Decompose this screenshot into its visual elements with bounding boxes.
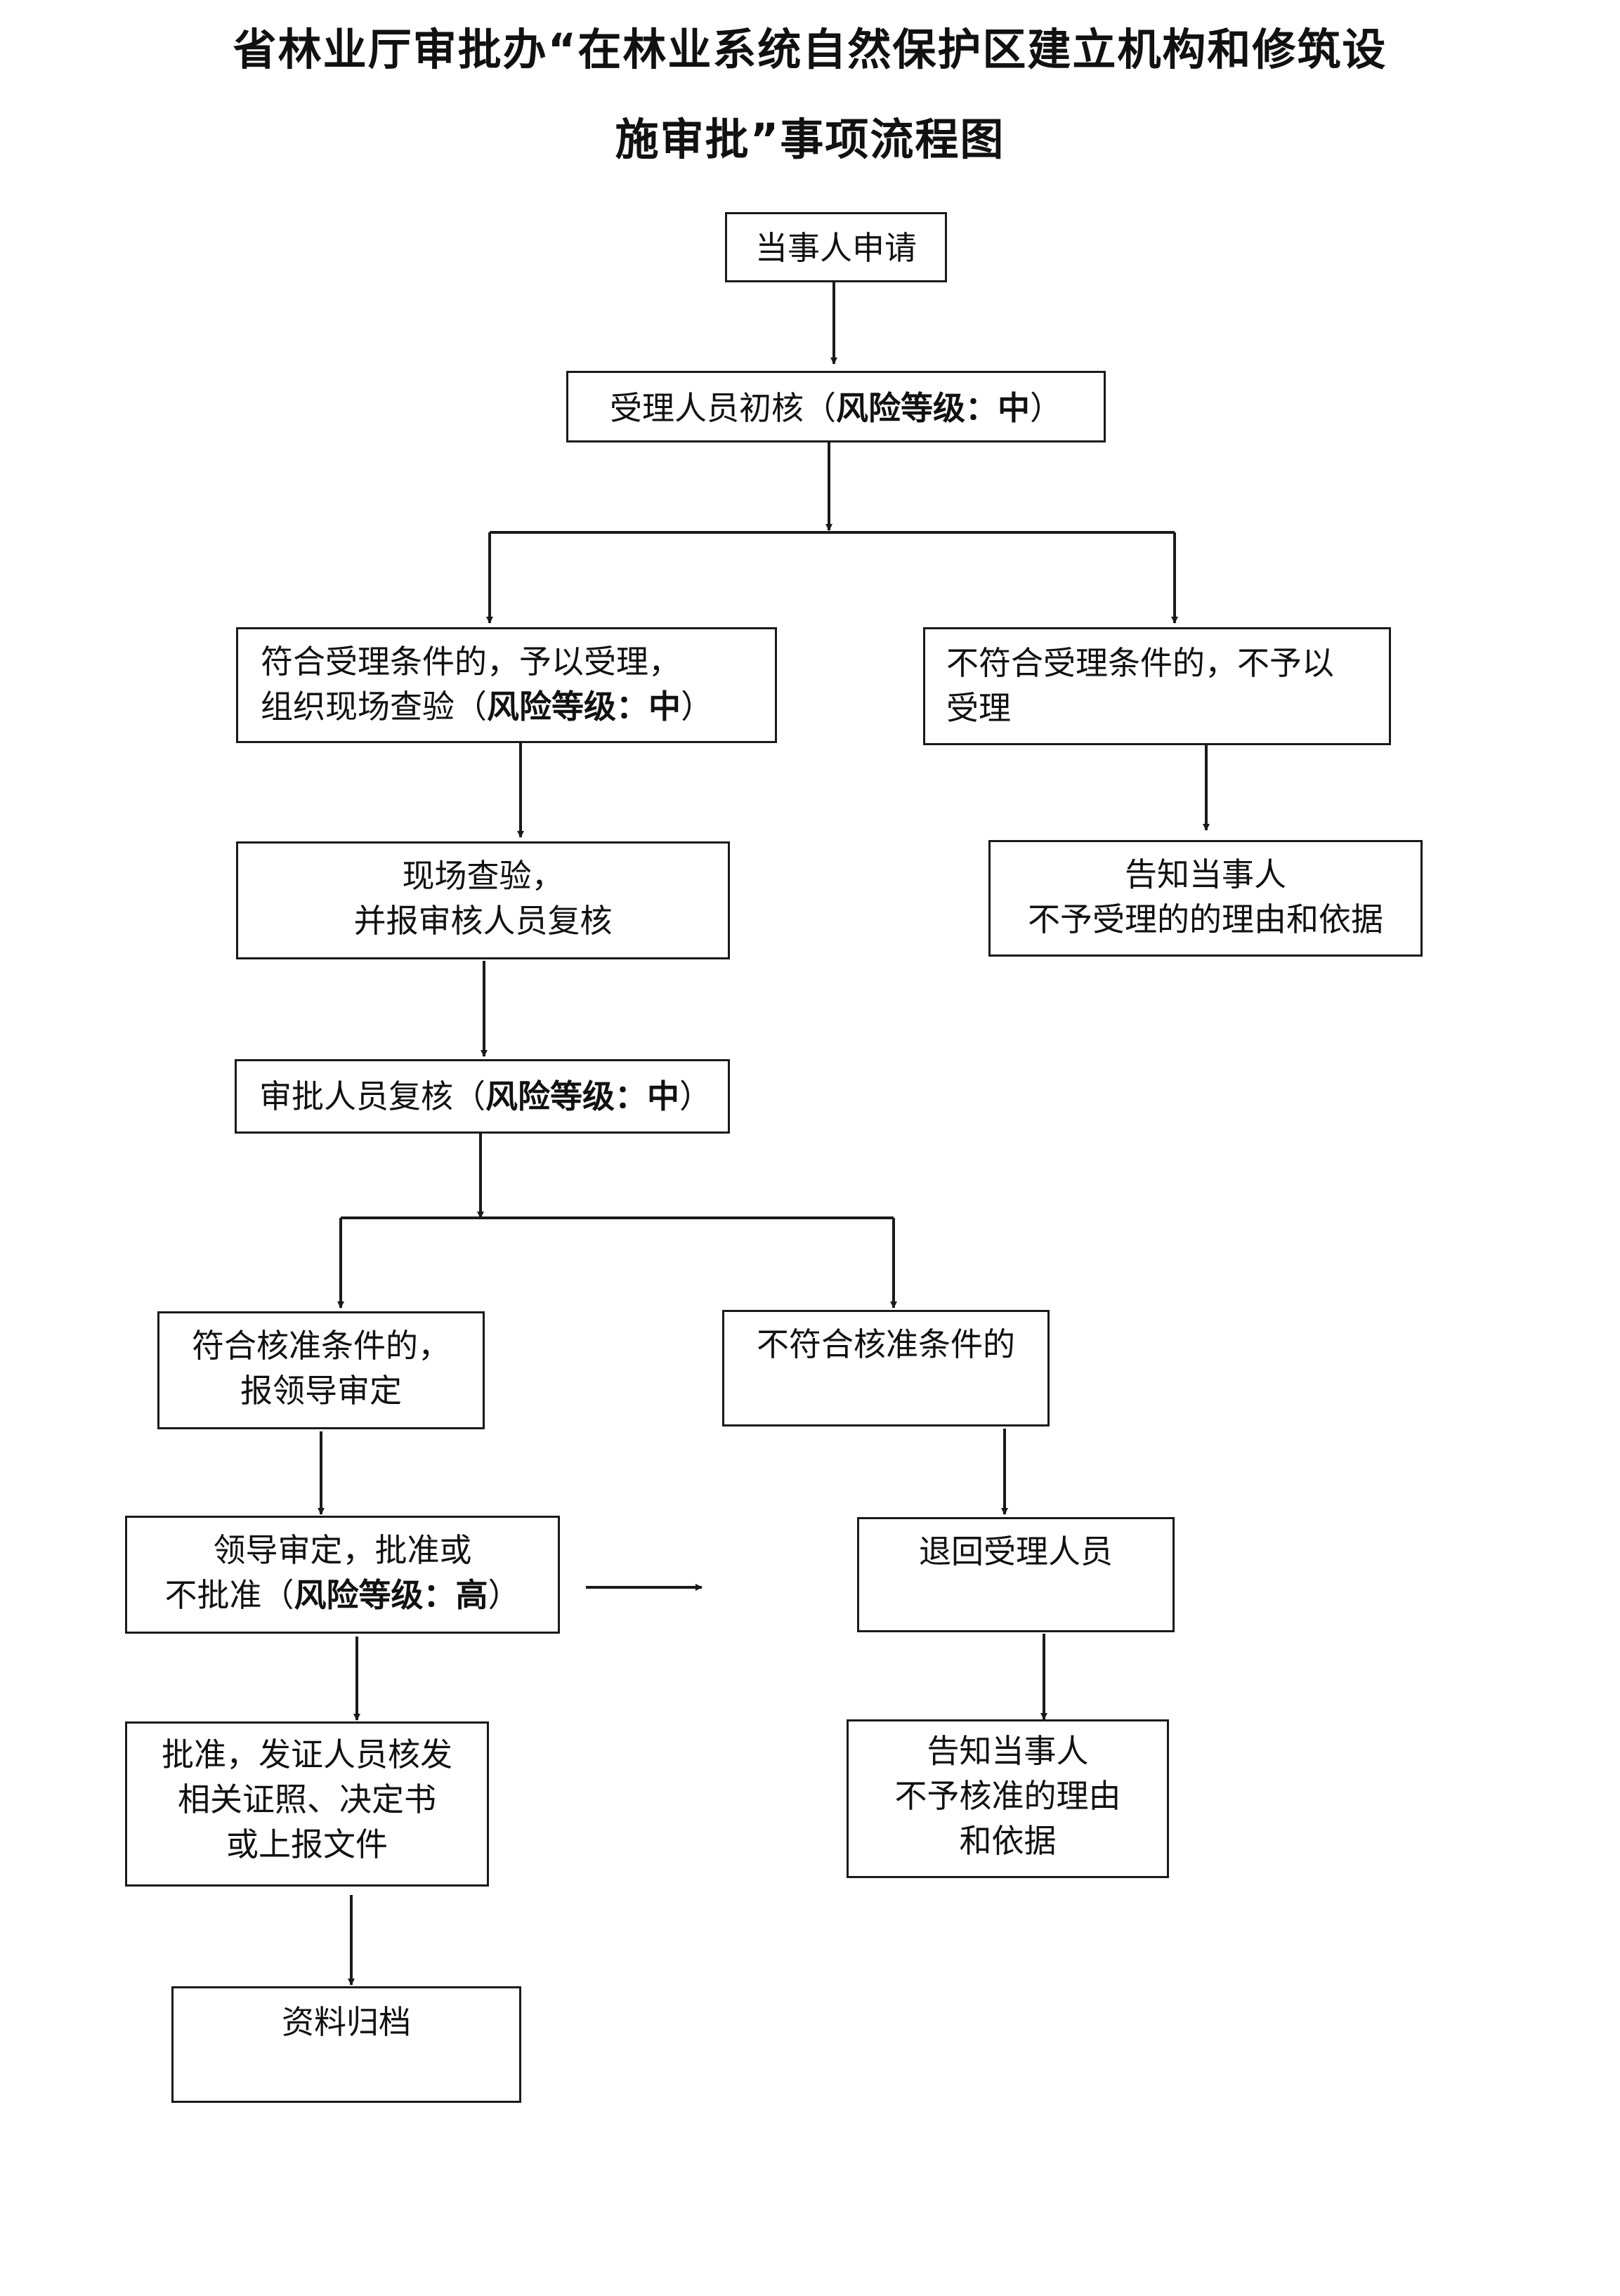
node-apply: 当事人申请 bbox=[725, 212, 947, 282]
node-issue-line-2: 相关证照、决定书 bbox=[178, 1780, 436, 1818]
node-recheck: 审批人员复核（风险等级：中） bbox=[235, 1059, 730, 1134]
node-site-check: 现场查验， 并报审核人员复核 bbox=[236, 841, 730, 959]
node-notify-reject-line-1: 告知当事人 bbox=[1125, 855, 1286, 893]
node-approve-cond-line-2: 报领导审定 bbox=[240, 1372, 402, 1410]
node-leader-decision-line-1: 领导审定，批准或 bbox=[213, 1531, 472, 1569]
node-notify-reject: 告知当事人 不予受理的的理由和依据 bbox=[988, 840, 1423, 957]
node-site-check-line-2: 并报审核人员复核 bbox=[353, 902, 613, 940]
node-initial-review-text: 受理人员初核（风险等级：中） bbox=[568, 386, 1104, 431]
node-reject-line-2: 受理 bbox=[946, 689, 1011, 727]
initial-review-risk: 风险等级：中 bbox=[836, 389, 1030, 427]
recheck-label: 审批人员复核（ bbox=[259, 1077, 485, 1115]
node-accept-line-2: 组织现场查验（风险等级：中） bbox=[261, 684, 775, 729]
recheck-close: ） bbox=[679, 1077, 712, 1115]
node-issue: 批准，发证人员核发 相关证照、决定书 或上报文件 bbox=[125, 1721, 489, 1887]
node-reject: 不符合受理条件的，不予以 受理 bbox=[923, 627, 1391, 745]
node-recheck-text: 审批人员复核（风险等级：中） bbox=[259, 1074, 728, 1119]
node-reject-line-1: 不符合受理条件的，不予以 bbox=[946, 644, 1334, 682]
node-approve-cond-line-1: 符合核准条件的， bbox=[192, 1327, 450, 1365]
node-notify-not-approve-line-1: 告知当事人 bbox=[927, 1732, 1089, 1770]
node-accept: 符合受理条件的，予以受理， 组织现场查验（风险等级：中） bbox=[236, 627, 777, 743]
node-notify-not-approve-line-3: 和依据 bbox=[959, 1822, 1057, 1860]
node-approve-cond: 符合核准条件的， 报领导审定 bbox=[157, 1311, 485, 1429]
initial-review-close: ） bbox=[1030, 389, 1062, 427]
node-accept-line-1: 符合受理条件的，予以受理， bbox=[261, 643, 681, 681]
initial-review-label: 受理人员初核（ bbox=[610, 389, 836, 427]
leader-decision-risk: 风险等级：高 bbox=[294, 1576, 488, 1614]
node-notify-reject-line-2: 不予受理的的理由和依据 bbox=[1028, 900, 1383, 938]
accept-line-2-label: 组织现场查验（ bbox=[261, 688, 487, 726]
node-notify-not-approve: 告知当事人 不予核准的理由 和依据 bbox=[847, 1719, 1169, 1878]
accept-close: ） bbox=[681, 688, 713, 726]
node-notify-not-approve-line-2: 不予核准的理由 bbox=[894, 1777, 1121, 1815]
page-title-line-1: 省林业厅审批办“在林业系统自然保护区建立机构和修筑设 bbox=[233, 24, 1387, 75]
node-site-check-line-1: 现场查验， bbox=[402, 857, 564, 895]
accept-risk: 风险等级：中 bbox=[487, 688, 681, 726]
node-archive: 资料归档 bbox=[171, 1986, 521, 2103]
node-leader-decision: 领导审定，批准或 不批准（风险等级：高） bbox=[125, 1516, 560, 1634]
node-return-staff-text: 退回受理人员 bbox=[919, 1533, 1113, 1570]
node-not-approve-cond: 不符合核准条件的 bbox=[722, 1310, 1050, 1426]
recheck-risk: 风险等级：中 bbox=[485, 1077, 679, 1115]
leader-decision-line-2-label: 不批准（ bbox=[164, 1576, 294, 1614]
node-issue-line-1: 批准，发证人员核发 bbox=[162, 1736, 452, 1773]
leader-decision-close: ） bbox=[488, 1576, 521, 1614]
page-title-line-2: 施审批”事项流程图 bbox=[615, 114, 1005, 165]
node-return-staff: 退回受理人员 bbox=[857, 1517, 1175, 1632]
node-issue-line-3: 或上报文件 bbox=[226, 1825, 388, 1863]
node-initial-review: 受理人员初核（风险等级：中） bbox=[566, 371, 1106, 442]
node-apply-text: 当事人申请 bbox=[755, 229, 917, 267]
node-archive-text: 资料归档 bbox=[282, 2003, 411, 2041]
node-leader-decision-line-2: 不批准（风险等级：高） bbox=[127, 1573, 558, 1618]
node-not-approve-cond-text: 不符合核准条件的 bbox=[757, 1325, 1015, 1363]
